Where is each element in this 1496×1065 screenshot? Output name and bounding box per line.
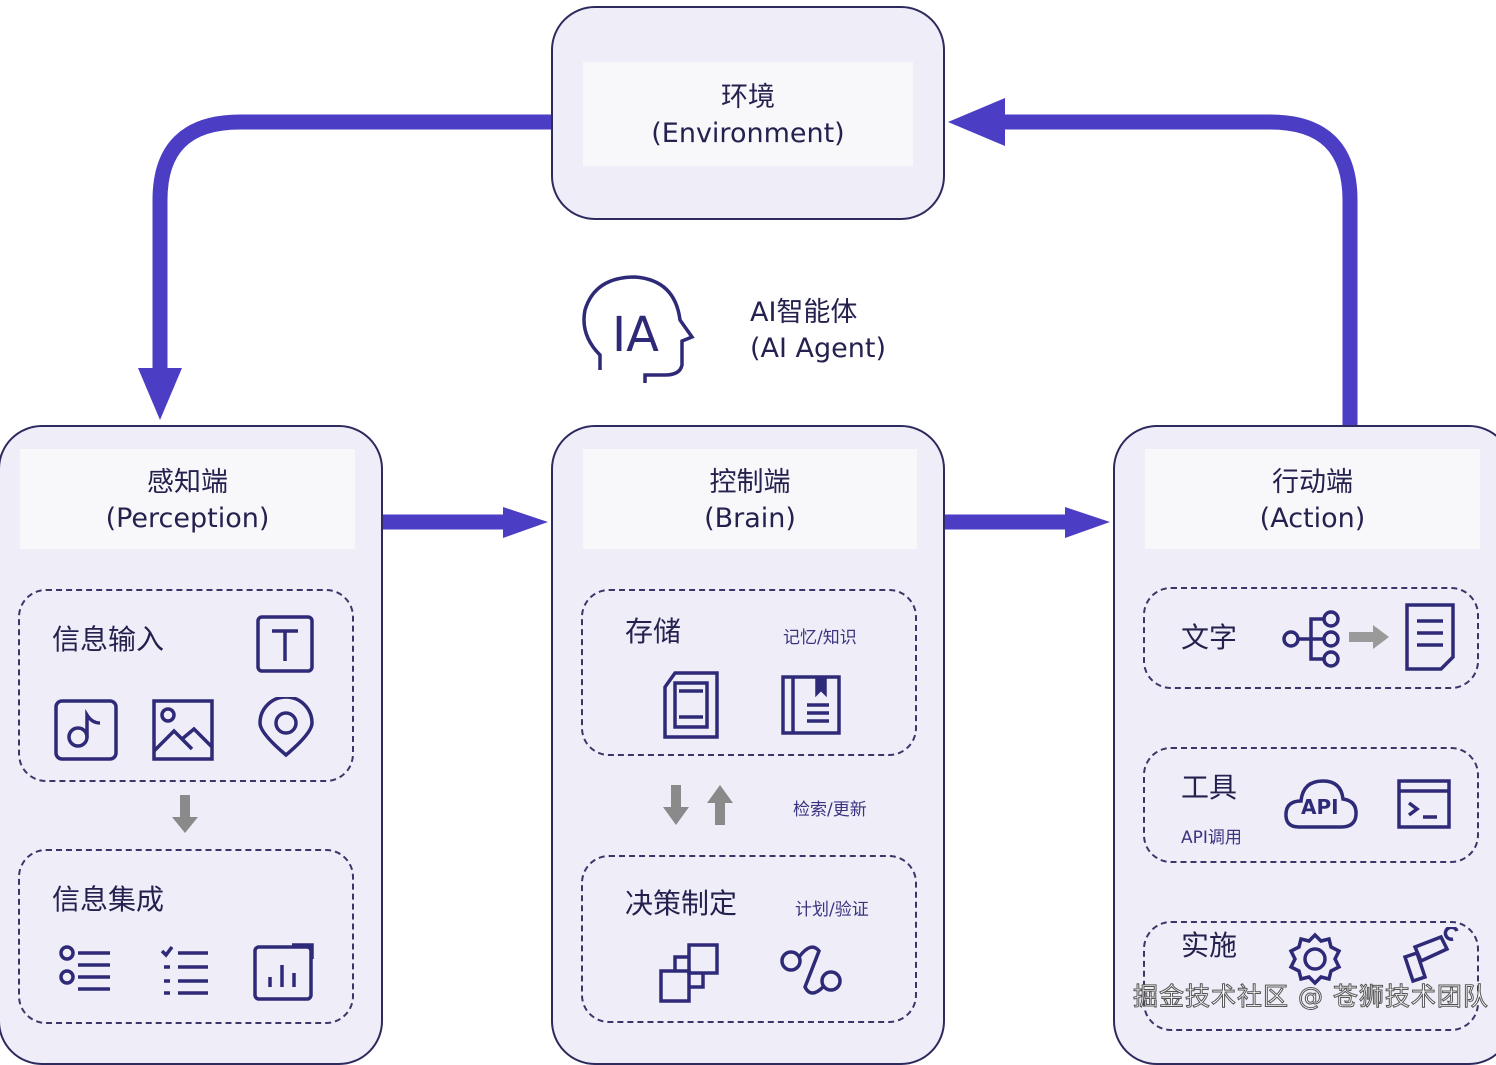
info-integration-label: 信息集成 <box>52 883 165 916</box>
agent-title: AI智能体 <box>750 297 858 328</box>
brain-panel: 控制端 (Brain) 存储 记忆/知识 检索/更新 决策制定 计划/验证 <box>551 425 945 1065</box>
environment-box: 环境 (Environment) <box>551 6 945 220</box>
text-icon <box>256 615 314 673</box>
brain-title: 控制端 <box>709 467 791 498</box>
agent-subtitle: (AI Agent) <box>750 333 887 364</box>
action-title: 行动端 <box>1272 467 1353 498</box>
info-input-group: 信息输入 <box>18 589 354 782</box>
down-arrow-icon <box>172 795 198 835</box>
api-cloud-icon: API <box>1283 775 1359 831</box>
brain-header: 控制端 (Brain) <box>583 449 917 549</box>
exchange-arrows-icon <box>663 785 733 833</box>
environment-title: 环境 <box>721 82 775 113</box>
storage-note: 记忆/知识 <box>783 628 857 648</box>
perception-header: 感知端 (Perception) <box>20 449 355 549</box>
exchange-note: 检索/更新 <box>793 800 867 820</box>
branch-icon <box>1282 610 1340 668</box>
decision-group: 决策制定 计划/验证 <box>581 855 917 1023</box>
brain-subtitle: (Brain) <box>704 503 796 534</box>
music-icon <box>54 699 118 761</box>
embodiment-label: 实施 <box>1181 929 1238 962</box>
agent-icon-text: IA <box>612 307 659 363</box>
sd-card-icon <box>663 671 719 739</box>
location-icon <box>258 697 314 758</box>
storage-group: 存储 记忆/知识 <box>581 589 917 756</box>
watermark: 掘金技术社区 @ 苍狮技术团队 <box>1133 982 1489 1012</box>
arrowhead-brain <box>503 507 548 538</box>
flow-arrows <box>138 98 1358 538</box>
arrowhead-action <box>1065 507 1110 538</box>
arrowhead-perception <box>138 368 182 420</box>
chart-icon <box>253 943 314 1001</box>
list-icon <box>59 945 110 991</box>
action-subtitle: (Action) <box>1259 503 1366 534</box>
tools-group: 工具 API调用 API <box>1143 747 1479 863</box>
storage-label: 存储 <box>625 615 682 648</box>
arrow-right-icon <box>1349 625 1389 649</box>
perception-title: 感知端 <box>147 467 228 498</box>
terminal-icon <box>1397 779 1451 829</box>
agent-head-icon: IA <box>580 275 695 385</box>
environment-header: 环境 (Environment) <box>583 62 913 166</box>
image-icon <box>152 699 214 761</box>
info-integration-group: 信息集成 <box>18 849 354 1024</box>
arrow-action-to-env <box>1000 114 1358 425</box>
action-panel: 行动端 (Action) 文字 工具 API调用 API 实施 <box>1113 425 1496 1065</box>
tools-label: 工具 <box>1181 771 1238 804</box>
arrowhead-environment <box>948 98 1005 146</box>
text-group: 文字 <box>1143 587 1479 689</box>
action-header: 行动端 (Action) <box>1145 449 1480 549</box>
path-icon <box>780 945 842 995</box>
gear-icon <box>1288 932 1342 986</box>
decision-note: 计划/验证 <box>795 900 869 920</box>
flow-icon <box>659 943 719 1003</box>
api-text: API <box>1301 795 1339 819</box>
environment-subtitle: (Environment) <box>651 118 845 149</box>
text-label: 文字 <box>1181 621 1238 654</box>
embodiment-group: 实施 <box>1143 921 1479 1031</box>
decision-label: 决策制定 <box>625 887 738 920</box>
perception-subtitle: (Perception) <box>105 503 270 534</box>
checklist-icon <box>160 945 208 995</box>
tools-note: API调用 <box>1181 828 1242 848</box>
document-icon <box>1405 603 1455 671</box>
book-icon <box>781 675 841 735</box>
agent-label: AI智能体 (AI Agent) <box>750 295 886 367</box>
arrow-env-to-perception <box>152 114 551 380</box>
robot-arm-icon <box>1402 927 1459 984</box>
info-input-label: 信息输入 <box>52 623 165 656</box>
perception-panel: 感知端 (Perception) 信息输入 信息集成 <box>0 425 383 1065</box>
